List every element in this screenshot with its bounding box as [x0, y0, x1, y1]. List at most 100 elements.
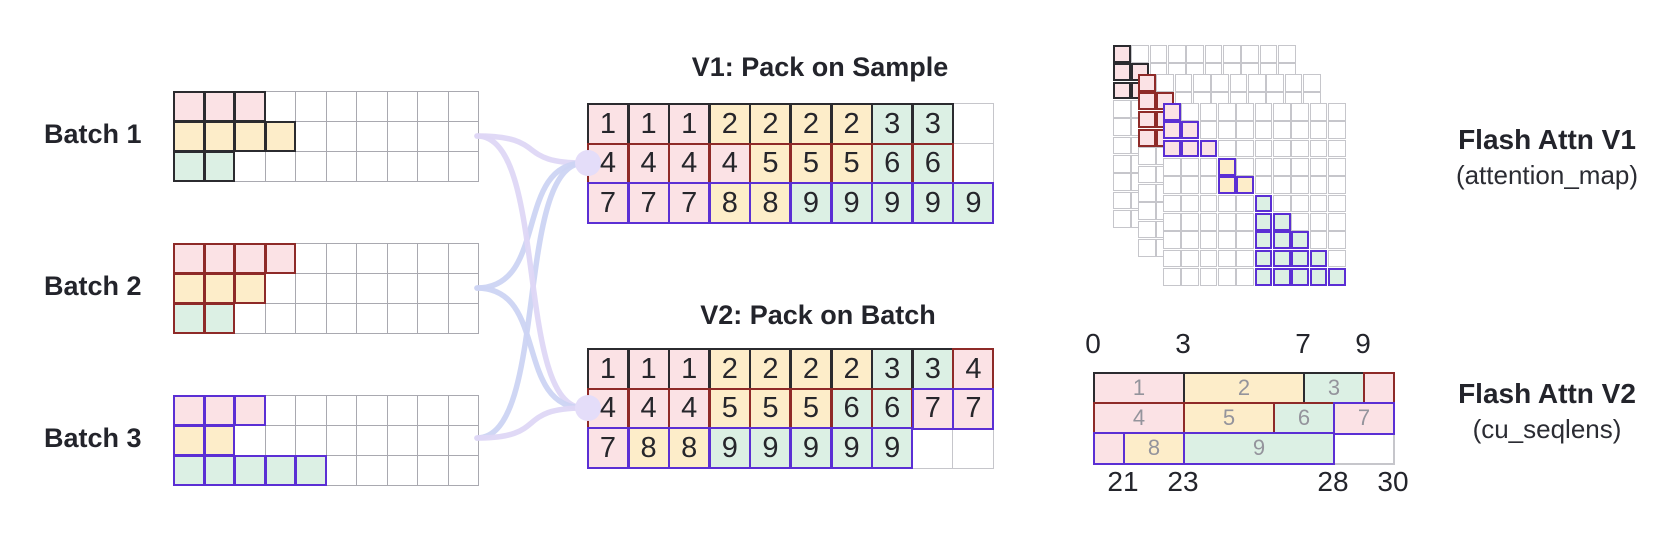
attn-cell — [1181, 249, 1200, 268]
token-cell: 5 — [790, 142, 832, 185]
connector-curve — [474, 160, 587, 291]
attn-masked-cell — [1273, 231, 1291, 250]
attn-masked-cell — [1218, 176, 1236, 195]
sequence-cell — [173, 273, 205, 304]
cu-segment: 6 — [1273, 402, 1335, 435]
v2-pack-title: V2: Pack on Batch — [700, 300, 936, 330]
attn-cell — [1199, 249, 1218, 268]
grid-cell — [325, 273, 357, 304]
grid-cell — [295, 121, 327, 152]
grid-cell — [295, 273, 327, 304]
attn-cell — [1199, 158, 1218, 176]
attn-masked-cell — [1273, 249, 1291, 268]
grid-cell — [325, 303, 357, 334]
attn-cell — [1309, 231, 1328, 250]
attn-cell — [1218, 139, 1236, 158]
sequence-cell — [203, 121, 235, 152]
attn-cell — [1278, 45, 1296, 63]
token-cell: 2 — [830, 103, 873, 145]
empty-cell — [952, 142, 995, 185]
sequence-cell — [203, 303, 235, 334]
attn-masked-cell — [1163, 139, 1181, 158]
token-cell: 3 — [911, 103, 954, 145]
attn-masked-cell — [1236, 176, 1255, 195]
cu-top-tick: 0 — [1085, 328, 1101, 359]
attn-cell — [1328, 249, 1346, 268]
grid-cell — [447, 273, 479, 304]
attn-cell — [1113, 100, 1131, 118]
attn-masked-cell — [1163, 121, 1181, 140]
cu-segment: 8 — [1123, 432, 1185, 465]
attn-cell — [1328, 231, 1346, 250]
connector-curve — [474, 285, 587, 411]
attn-cell — [1181, 103, 1200, 121]
attn-cell — [1211, 74, 1230, 92]
token-cell: 8 — [627, 427, 670, 469]
batch-1-grid — [173, 91, 480, 183]
sequence-cell — [203, 455, 235, 486]
attn-cell — [1241, 45, 1260, 63]
grid-cell — [295, 243, 327, 274]
attn-cell — [1266, 74, 1285, 92]
grid-cell — [356, 151, 388, 182]
attn-cell — [1328, 121, 1346, 140]
grid-cell — [447, 425, 479, 456]
token-cell: 1 — [668, 103, 711, 145]
attn-masked-cell — [1291, 268, 1310, 286]
attn-cell — [1309, 139, 1328, 158]
grid-cell — [417, 121, 449, 152]
flash-attn-v2-title: Flash Attn V2 — [1458, 378, 1636, 409]
attn-cell — [1138, 147, 1156, 166]
attn-masked-cell — [1138, 92, 1156, 111]
sequence-cell — [234, 243, 266, 274]
attn-cell — [1113, 191, 1131, 210]
grid-cell — [356, 425, 388, 456]
attn-cell — [1138, 220, 1156, 239]
attn-cell — [1174, 74, 1193, 92]
grid-cell — [295, 91, 327, 122]
attn-cell — [1236, 121, 1255, 140]
connector-curve — [474, 405, 587, 441]
sequence-cell — [173, 455, 205, 486]
attn-cell — [1309, 194, 1328, 213]
attn-masked-cell — [1113, 63, 1131, 82]
attn-masked-cell — [1254, 249, 1273, 268]
attn-masked-cell — [1218, 158, 1236, 176]
grid-cell — [264, 91, 296, 122]
attn-cell — [1138, 165, 1156, 184]
grid-cell — [447, 91, 479, 122]
grid-cell — [417, 243, 449, 274]
grid-cell — [295, 425, 327, 456]
token-cell: 3 — [911, 348, 954, 390]
sequence-cell — [234, 91, 266, 122]
grid-cell — [386, 303, 418, 334]
token-cell: 9 — [749, 427, 792, 469]
cu-bottom-tick: 21 — [1107, 466, 1139, 497]
token-cell: 2 — [830, 348, 873, 390]
sequence-cell — [234, 395, 266, 426]
attn-cell — [1113, 136, 1131, 155]
attn-cell — [1236, 158, 1255, 176]
token-cell: 4 — [627, 142, 670, 185]
token-cell: 9 — [952, 182, 995, 224]
attn-cell — [1199, 231, 1218, 250]
token-cell: 8 — [708, 182, 751, 224]
attn-cell — [1328, 194, 1346, 213]
cu-top-tick: 9 — [1355, 328, 1371, 359]
token-cell: 1 — [627, 348, 670, 390]
empty-cell — [911, 427, 954, 469]
attn-cell — [1138, 239, 1156, 257]
attn-cell — [1309, 213, 1328, 231]
batch-3-grid — [173, 395, 480, 487]
grid-cell — [234, 425, 266, 456]
token-cell: 7 — [668, 182, 711, 224]
grid-cell — [447, 243, 479, 274]
attn-cell — [1218, 103, 1236, 121]
attn-masked-cell — [1138, 74, 1156, 92]
token-cell: 9 — [708, 427, 751, 469]
attn-masked-cell — [1254, 194, 1273, 213]
sequence-cell — [203, 151, 235, 182]
flash-attn-v2-subtitle: (cu_seqlens) — [1472, 414, 1622, 444]
sequence-cell — [264, 455, 296, 486]
token-cell: 1 — [627, 103, 670, 145]
